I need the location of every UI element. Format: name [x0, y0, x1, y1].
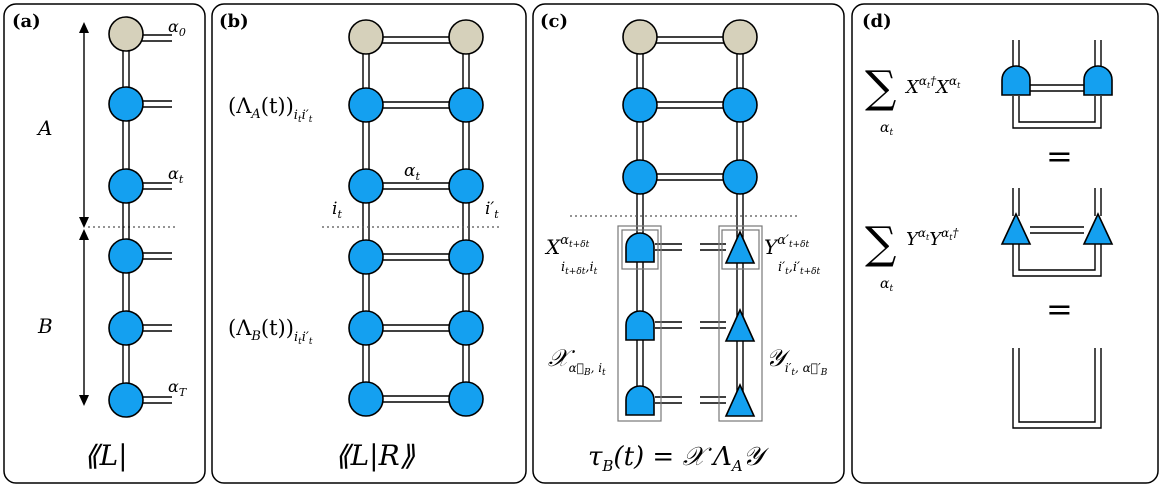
- tensor-node: [448, 87, 484, 123]
- x-tensor-subscript: it+δt,it: [561, 260, 598, 277]
- sum-index-1: αt: [880, 120, 893, 138]
- boundary-node: [108, 16, 144, 52]
- sum-index-2: αt: [880, 276, 893, 294]
- physical-legs: [655, 243, 726, 404]
- physical-legs: [140, 34, 172, 404]
- tensor-node: [108, 238, 144, 274]
- arrow-head-down-icon: [79, 217, 89, 228]
- arrow-head-up-icon: [79, 22, 89, 33]
- tensor-node: [622, 87, 658, 123]
- boundary-node: [622, 19, 658, 55]
- lambda-b-label: (ΛB(t))iti′t: [228, 316, 313, 347]
- panel-c-caption: τB(t) = 𝒳 ΛA𝒴: [588, 442, 770, 475]
- panel-a: (a) A B α0 αt αT ⟪L|: [3, 3, 206, 484]
- y-isometry-box: [718, 225, 763, 422]
- tensor-node: [108, 382, 144, 418]
- lambda-a-label: (ΛA(t))iti′t: [228, 94, 313, 125]
- y-tensor-node: [1082, 212, 1114, 245]
- y-tensor-subscript: i′t,i′t+δt: [778, 260, 821, 277]
- y-tensor-node: [724, 383, 756, 417]
- contraction-lines-2: [1012, 188, 1102, 277]
- alpha-0-label: α0: [168, 17, 186, 39]
- boundary-node: [448, 19, 484, 55]
- panel-d-label: (d): [862, 11, 892, 32]
- x-tensor-node: [625, 232, 655, 263]
- equals-sign-1: =: [1046, 137, 1073, 175]
- sum-symbol-2: ∑: [865, 218, 896, 269]
- boundary-node: [348, 19, 384, 55]
- tensor-node: [622, 159, 658, 195]
- x-isometry-box: [617, 225, 662, 422]
- panel-c-label: (c): [540, 11, 568, 32]
- i-t-prime-label: i′t: [485, 199, 499, 221]
- tensor-node: [448, 168, 484, 204]
- panel-c: (c): [532, 3, 845, 484]
- x-tensor-node: [1001, 65, 1031, 96]
- x-tensor-box: [621, 229, 659, 270]
- tensor-node: [722, 159, 758, 195]
- tensor-node: [348, 87, 384, 123]
- tensor-node: [348, 381, 384, 417]
- i-t-label: it: [332, 199, 342, 221]
- y-tensor-node: [724, 230, 756, 264]
- panel-b-caption: ⟪L|R⟫: [335, 439, 416, 472]
- tensor-node: [448, 239, 484, 275]
- yydag-expr: YαtYαt†: [906, 226, 959, 250]
- arrow-head-down-icon: [79, 395, 89, 406]
- region-a-label: A: [36, 116, 52, 140]
- y-tensor-node: [1000, 212, 1032, 245]
- panel-a-label: (a): [12, 11, 41, 32]
- x-tensor-label: Xαt+δt: [544, 233, 590, 259]
- alpha-t-label: αt: [168, 164, 184, 186]
- region-b-label: B: [37, 314, 53, 338]
- x-tensor-node: [1083, 65, 1113, 96]
- equals-sign-2: =: [1046, 290, 1073, 328]
- arrow-head-up-icon: [79, 229, 89, 240]
- xdagx-expr: Xαt†Xαt: [904, 74, 961, 98]
- alpha-t-label: αt: [404, 161, 420, 183]
- panel-a-frame: [3, 3, 206, 484]
- tensor-node: [348, 310, 384, 346]
- tensor-node: [108, 86, 144, 122]
- panel-b-label: (b): [219, 11, 249, 32]
- tensor-node: [108, 310, 144, 346]
- y-tensor-label: Yα′t+δt: [764, 233, 810, 259]
- tensor-node: [722, 87, 758, 123]
- x-tensor-node: [625, 310, 655, 341]
- sum-symbol-1: ∑: [865, 62, 896, 113]
- panel-c-frame: [532, 3, 845, 484]
- y-tensor-node: [724, 308, 756, 342]
- alpha-T-label: αT: [168, 377, 188, 399]
- tensor-node: [348, 239, 384, 275]
- identity-lines: [1012, 348, 1102, 429]
- panel-b: (b) (ΛA(t))iti′t (ΛB(t))iti′t αt: [211, 3, 527, 484]
- y-tensor-box: [721, 229, 760, 270]
- panel-a-caption: ⟪L|: [84, 439, 128, 472]
- tensor-node: [448, 381, 484, 417]
- tensor-node: [348, 168, 384, 204]
- panel-d: (d) ∑ αt Xαt†Xαt = ∑ αt YαtYαt† =: [851, 3, 1159, 484]
- tensor-node: [448, 310, 484, 346]
- boundary-node: [722, 19, 758, 55]
- x-tensor-node: [625, 385, 655, 416]
- tensor-node: [108, 168, 144, 204]
